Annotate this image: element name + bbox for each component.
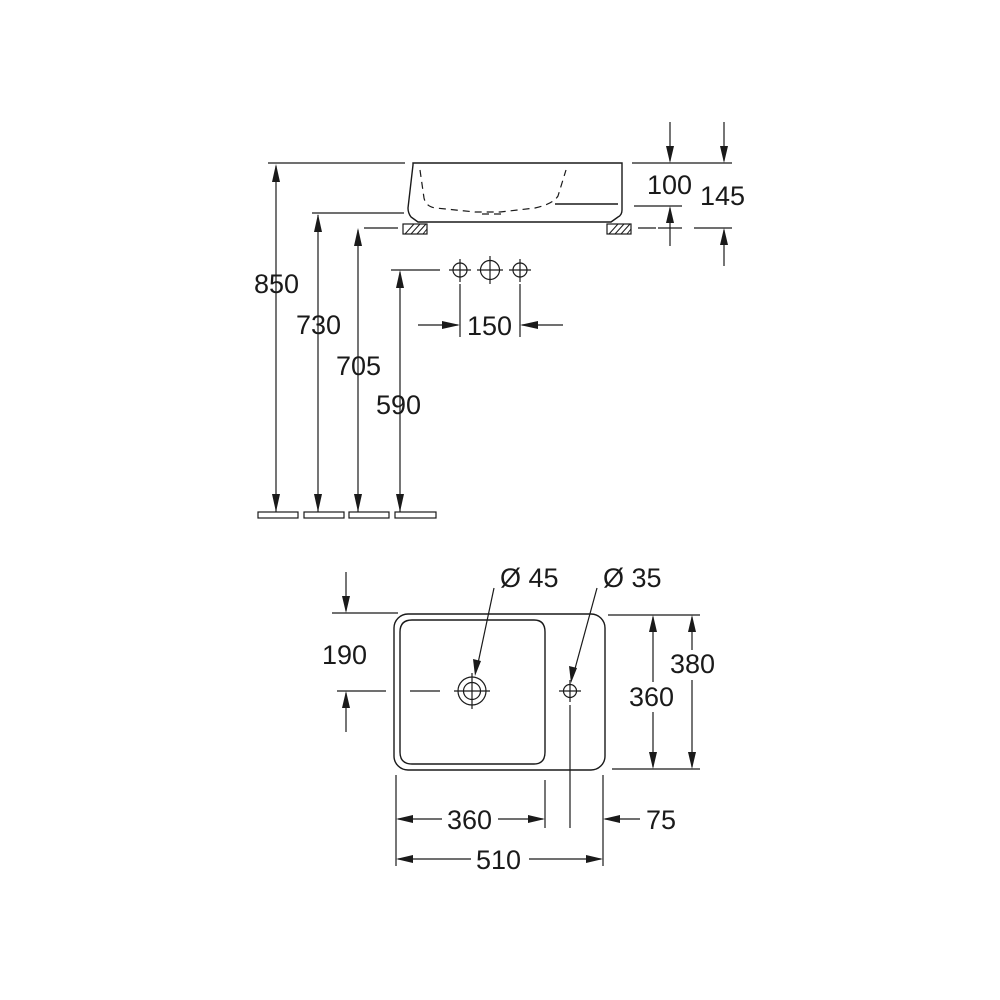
dim-705-label: 705	[336, 351, 381, 381]
dim-waste-diameter: Ø 45	[473, 563, 559, 676]
dim-75: 75	[603, 805, 676, 835]
dim-730-label: 730	[296, 310, 341, 340]
dim-590: 590	[376, 270, 421, 512]
dim-100-label: 100	[647, 170, 692, 200]
dim-360-depth-label: 360	[629, 682, 674, 712]
dim-850: 850	[254, 164, 299, 512]
countertop-section-left	[402, 223, 428, 235]
dim-100: 100	[647, 122, 692, 246]
basin-side-profile	[407, 162, 623, 223]
waste-diameter-label: Ø 45	[500, 563, 559, 593]
tap-hole-center	[477, 256, 503, 284]
dim-730: 730	[296, 214, 341, 512]
dim-590-label: 590	[376, 390, 421, 420]
tap-hole-left	[449, 259, 471, 282]
dim-510-label: 510	[476, 845, 521, 875]
dim-145-label: 145	[700, 181, 745, 211]
bowl-outline	[399, 619, 546, 765]
dim-75-label: 75	[646, 805, 676, 835]
dim-360-depth: 360	[629, 615, 674, 769]
tap-hole-top	[559, 680, 581, 702]
tap-diameter-label: Ø 35	[603, 563, 662, 593]
dim-380-label: 380	[670, 649, 715, 679]
tap-hole-right	[509, 259, 531, 282]
dim-360-width: 360	[396, 805, 545, 835]
dim-360-width-label: 360	[447, 805, 492, 835]
dim-150-label: 150	[467, 311, 512, 341]
top-view: Ø 45 Ø 35 190 360	[322, 563, 715, 875]
side-view: 850 730 705 590	[254, 122, 745, 519]
dim-190: 190	[322, 572, 398, 732]
dim-150: 150	[418, 311, 563, 341]
dim-380: 380	[670, 615, 715, 769]
countertop-section-right	[606, 223, 632, 235]
floor-line	[257, 511, 437, 519]
dim-850-label: 850	[254, 269, 299, 299]
dim-tap-diameter: Ø 35	[569, 563, 662, 683]
basin-inner-hidden-line	[419, 169, 567, 213]
dim-510: 510	[396, 845, 603, 875]
basin-outline	[393, 613, 606, 771]
dim-705: 705	[336, 228, 381, 512]
dim-190-label: 190	[322, 640, 367, 670]
dim-145: 145	[700, 122, 745, 266]
waste-outlet	[454, 673, 490, 709]
